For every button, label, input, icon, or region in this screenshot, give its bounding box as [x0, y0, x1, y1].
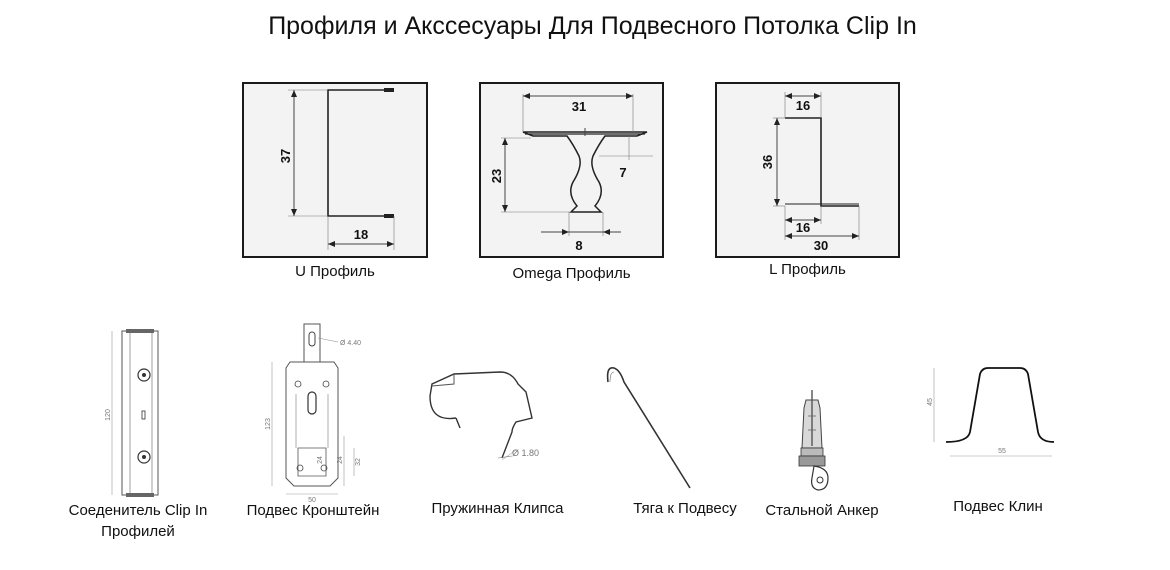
- wedge-height-dim: 45: [927, 398, 934, 406]
- bracket-hanger-drawing: Ø 4.40 123 50 24 32 24: [258, 318, 370, 504]
- hanger-rod-drawing: [600, 362, 700, 492]
- bracket-dim-32: 32: [355, 458, 362, 466]
- wedge-width-dim: 55: [998, 448, 1006, 455]
- l-profile-caption: L Профиль: [769, 261, 846, 278]
- bracket-hanger-caption: Подвес Кронштейн: [246, 502, 380, 519]
- bracket-height-dim: 123: [265, 418, 272, 430]
- bracket-hole-dim: Ø 4.40: [340, 340, 361, 347]
- steel-anchor-caption: Стальной Анкер: [765, 502, 879, 519]
- omega-profile-diagram: 31 23 7 8: [479, 82, 664, 258]
- bracket-dim-24a: 24: [337, 456, 344, 464]
- bracket-dim-24b: 24: [317, 456, 324, 464]
- omega-profile-caption: Omega Профиль: [512, 265, 631, 282]
- wedge-hanger-caption: Подвес Клин: [953, 498, 1043, 515]
- clip-in-connector-caption-line2: Профилей: [101, 523, 175, 540]
- page-title: Профиля и Акссесуары Для Подвесного Пото…: [268, 12, 917, 40]
- spring-clip-caption: Пружинная Клипса: [431, 500, 564, 517]
- clip-in-connector-caption-line1: Соеденитель Clip In: [68, 502, 208, 519]
- steel-anchor-drawing: [788, 386, 838, 498]
- hanger-rod-caption: Тяга к Подвесу: [633, 500, 737, 517]
- u-profile-diagram: 37 18: [242, 82, 428, 258]
- spring-clip-wire-dim: Ø 1.80: [512, 448, 539, 458]
- connector-length-dim: 120: [105, 409, 112, 421]
- clip-in-connector-caption: Соеденитель Clip In Профилей: [52, 500, 224, 542]
- l-profile-diagram: 16 36 16 30: [715, 82, 900, 258]
- wedge-hanger-drawing: 45 55: [920, 362, 1060, 467]
- bracket-width-dim: 50: [308, 497, 316, 503]
- u-profile-caption: U Профиль: [295, 263, 375, 280]
- spring-clip-drawing: Ø 1.80: [420, 362, 570, 472]
- clip-in-connector-drawing: 120: [100, 325, 180, 500]
